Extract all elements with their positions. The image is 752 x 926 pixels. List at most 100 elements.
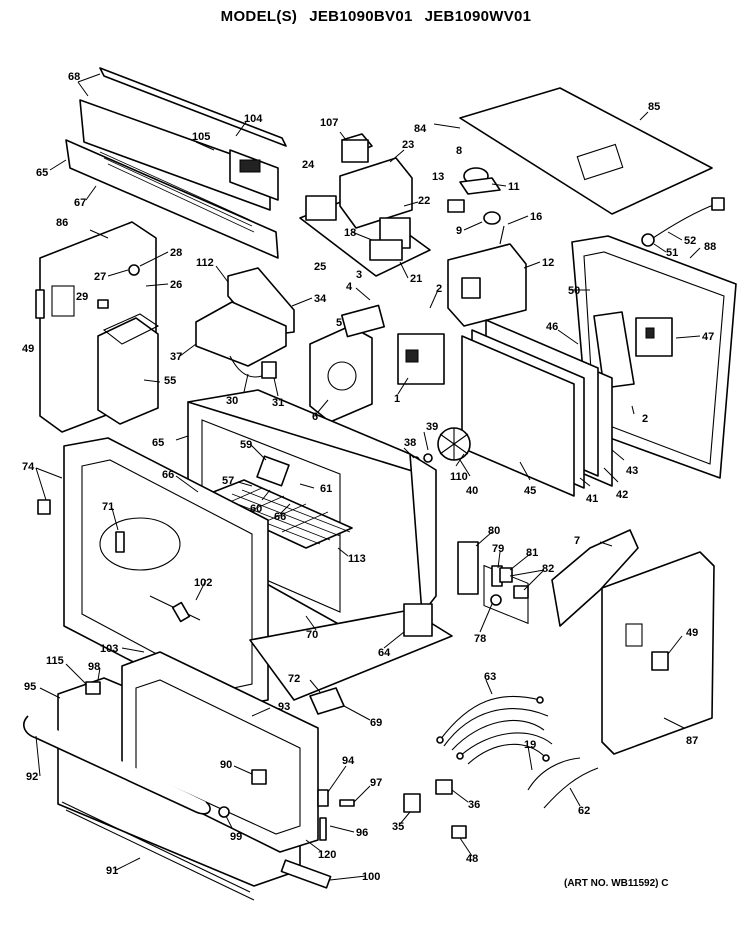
callout-66: 66 bbox=[162, 469, 174, 481]
callout-19: 19 bbox=[524, 739, 536, 751]
callout-37: 37 bbox=[170, 351, 182, 363]
waveguide-cover bbox=[97, 317, 159, 425]
part-94 bbox=[317, 789, 329, 807]
transformer-board bbox=[299, 133, 431, 277]
front-frame bbox=[37, 437, 269, 709]
callout-labels: 68 104 105 65 67 107 24 23 22 18 25 3 21… bbox=[22, 71, 716, 883]
callout-80: 80 bbox=[488, 525, 500, 537]
callout-55: 55 bbox=[164, 375, 176, 387]
callout-113: 113 bbox=[348, 553, 366, 565]
callout-24: 24 bbox=[302, 159, 315, 171]
switch-35 bbox=[403, 793, 421, 813]
callout-11: 11 bbox=[508, 181, 520, 193]
callout-2: 2 bbox=[436, 283, 442, 295]
part-64 bbox=[403, 603, 433, 637]
callout-96: 96 bbox=[356, 827, 368, 839]
callout-3: 3 bbox=[356, 269, 362, 281]
callout-39: 39 bbox=[426, 421, 438, 433]
callout-47: 47 bbox=[702, 331, 714, 343]
leader-lines bbox=[35, 73, 701, 881]
power-cord bbox=[641, 197, 725, 247]
callout-67: 67 bbox=[74, 197, 86, 209]
part-96 bbox=[319, 817, 327, 841]
callout-100: 100 bbox=[362, 871, 380, 883]
callout-5: 5 bbox=[336, 317, 342, 329]
callout-9: 9 bbox=[456, 225, 462, 237]
callout-7: 7 bbox=[574, 535, 580, 547]
callout-88: 88 bbox=[704, 241, 716, 253]
back-panel bbox=[571, 235, 737, 479]
part-30 bbox=[229, 355, 263, 378]
control-board bbox=[593, 311, 635, 389]
top-panel bbox=[459, 87, 713, 215]
bracket-37 bbox=[195, 301, 287, 367]
switch-48 bbox=[451, 825, 467, 839]
callout-61: 61 bbox=[320, 483, 332, 495]
callout-8: 8 bbox=[456, 145, 462, 157]
callout-59: 59 bbox=[240, 439, 252, 451]
callout-36: 36 bbox=[468, 799, 480, 811]
callout-95: 95 bbox=[24, 681, 36, 693]
part-97 bbox=[339, 799, 355, 807]
right-side-panel bbox=[551, 529, 715, 755]
callout-87: 87 bbox=[686, 735, 698, 747]
callout-49b: 49 bbox=[686, 627, 698, 639]
art-number: (ART NO. WB11592) C bbox=[564, 878, 669, 889]
callout-97: 97 bbox=[370, 777, 382, 789]
callout-4: 4 bbox=[346, 281, 353, 293]
callout-72: 72 bbox=[288, 673, 300, 685]
callout-70: 70 bbox=[306, 629, 318, 641]
callout-105: 105 bbox=[192, 131, 210, 143]
door-latch-parts bbox=[457, 541, 529, 606]
callout-79: 79 bbox=[492, 543, 504, 555]
callout-68: 68 bbox=[68, 71, 80, 83]
callout-45: 45 bbox=[524, 485, 536, 497]
callout-46: 46 bbox=[546, 321, 558, 333]
callout-40: 40 bbox=[466, 485, 478, 497]
callout-84: 84 bbox=[414, 123, 427, 135]
part-31 bbox=[261, 361, 277, 379]
callout-102: 102 bbox=[194, 577, 212, 589]
callout-62: 62 bbox=[578, 805, 590, 817]
callout-112: 112 bbox=[196, 257, 214, 269]
callout-16: 16 bbox=[530, 211, 542, 223]
callout-35: 35 bbox=[392, 821, 404, 833]
callout-51: 51 bbox=[666, 247, 678, 259]
callout-115: 115 bbox=[46, 655, 64, 667]
callout-63: 63 bbox=[484, 671, 496, 683]
switch-36 bbox=[435, 779, 453, 795]
callout-13: 13 bbox=[432, 171, 444, 183]
callout-28: 28 bbox=[170, 247, 182, 259]
callout-82: 82 bbox=[542, 563, 554, 575]
callout-12: 12 bbox=[542, 257, 554, 269]
callout-22: 22 bbox=[418, 195, 430, 207]
oven-rack bbox=[197, 479, 353, 549]
callout-26: 26 bbox=[170, 279, 182, 291]
callout-104: 104 bbox=[244, 113, 263, 125]
callout-38: 38 bbox=[404, 437, 416, 449]
callout-57: 57 bbox=[222, 475, 234, 487]
callout-94: 94 bbox=[342, 755, 355, 767]
callout-91: 91 bbox=[106, 865, 118, 877]
callout-23: 23 bbox=[402, 139, 414, 151]
callout-41: 41 bbox=[586, 493, 598, 505]
wire-19 bbox=[527, 757, 581, 791]
model-number-2: JEB1090WV01 bbox=[424, 8, 532, 25]
models-label: MODEL(S) bbox=[220, 8, 298, 25]
callout-6: 6 bbox=[312, 411, 318, 423]
callout-43: 43 bbox=[626, 465, 638, 477]
callout-78: 78 bbox=[474, 633, 486, 645]
callout-1: 1 bbox=[394, 393, 400, 405]
callout-98: 98 bbox=[88, 661, 100, 673]
wire-harness bbox=[436, 695, 553, 765]
callout-74: 74 bbox=[22, 461, 35, 473]
callout-103: 103 bbox=[100, 643, 118, 655]
inner-door-frames bbox=[461, 319, 613, 625]
vent-assembly bbox=[65, 67, 287, 259]
callout-92: 92 bbox=[26, 771, 38, 783]
callout-31: 31 bbox=[272, 397, 284, 409]
callout-18: 18 bbox=[344, 227, 356, 239]
callout-120: 120 bbox=[318, 849, 336, 861]
callout-65: 65 bbox=[36, 167, 48, 179]
